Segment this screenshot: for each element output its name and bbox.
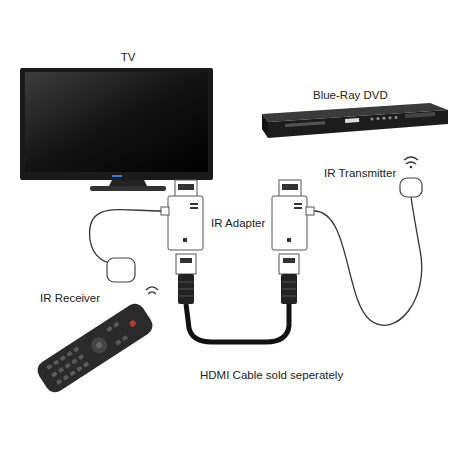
callout-label: Blue-Ray DVD [313, 88, 388, 102]
ir-signal-waves [146, 287, 158, 294]
callout-label: IR Receiver [40, 291, 100, 305]
hdmi-cable-figure [176, 254, 299, 342]
callout-label: HDMI Cable sold seperately [200, 368, 343, 382]
remote-control-figure [34, 300, 157, 396]
callout-label: TV [121, 50, 136, 64]
callout-label: IR Transmitter [324, 166, 396, 180]
ir-adapter-figure [161, 180, 314, 250]
ir-receiver-figure [90, 210, 161, 282]
callout-label: IR Adapter [211, 216, 265, 230]
tv-figure [20, 68, 213, 191]
ir-transmitter-figure [314, 157, 422, 325]
dvd-player-figure [262, 103, 448, 138]
